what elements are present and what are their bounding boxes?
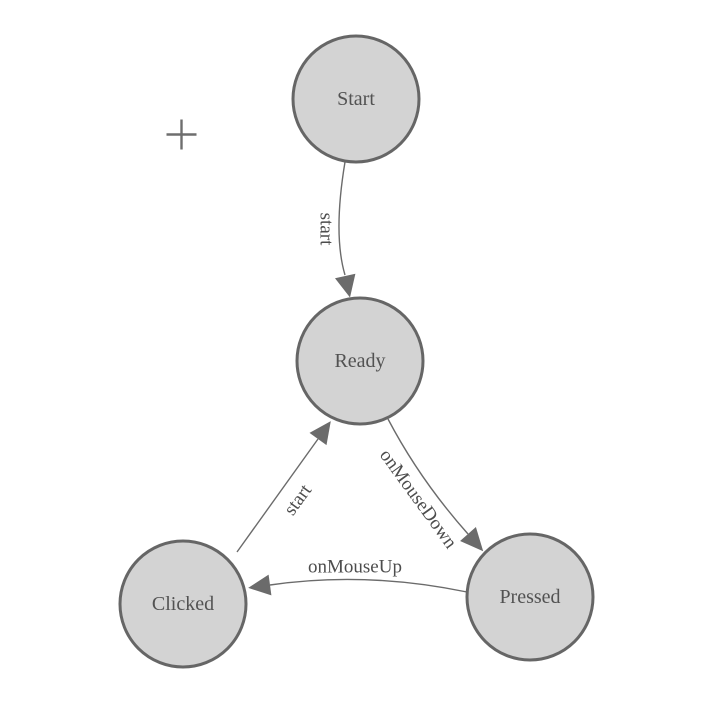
- edge-path: [387, 418, 469, 535]
- state-label: Clicked: [152, 593, 214, 615]
- edge-label-onmouseup: onMouseUp: [308, 557, 402, 578]
- edge-ready-to-pressed[interactable]: onMouseDown: [375, 418, 484, 553]
- arrowhead-icon: [309, 421, 331, 446]
- edge-path: [338, 161, 346, 276]
- arrowhead-icon: [460, 527, 484, 552]
- edge-label-start-2: start: [280, 480, 317, 519]
- arrowhead-icon: [335, 273, 356, 298]
- state-node-clicked[interactable]: Clicked: [118, 539, 248, 669]
- edge-path: [269, 578, 468, 593]
- state-circle: [465, 532, 595, 662]
- state-node-ready[interactable]: Ready: [295, 296, 425, 426]
- plus-icon: [166, 119, 197, 150]
- state-node-pressed[interactable]: Pressed: [465, 532, 595, 662]
- state-label: Pressed: [499, 586, 560, 608]
- arrowhead-icon: [248, 574, 272, 596]
- edge-start-to-ready[interactable]: start: [316, 161, 356, 298]
- edge-label-start: start: [316, 213, 337, 246]
- state-circle: [295, 296, 425, 426]
- edge-clicked-to-ready[interactable]: start: [236, 421, 331, 553]
- edge-pressed-to-clicked[interactable]: onMouseUp: [248, 557, 468, 596]
- edge-path: [236, 438, 319, 553]
- state-label: Start: [337, 88, 375, 110]
- state-label: Ready: [334, 350, 385, 372]
- edge-label-onmousedown: onMouseDown: [375, 445, 461, 553]
- state-circle: [118, 539, 248, 669]
- state-circle: [291, 34, 421, 164]
- state-node-start[interactable]: Start: [291, 34, 421, 164]
